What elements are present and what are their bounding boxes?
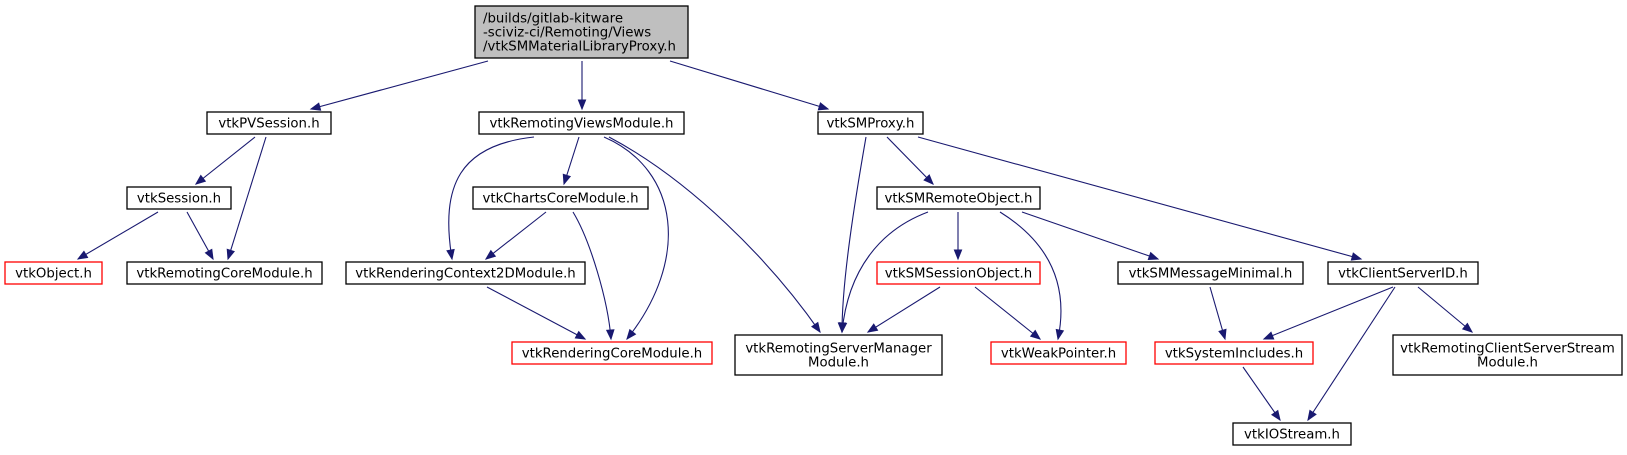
- node-box: [206, 111, 332, 135]
- edge-session-to-object: [76, 211, 159, 260]
- edge-chartscore-to-renderingcore: [572, 211, 615, 341]
- node-pvsession[interactable]: vtkPVSession.h: [206, 111, 332, 135]
- node-label: vtkSMProxy.h: [827, 117, 915, 132]
- node-label: -sciviz-ci/Remoting/Views: [483, 26, 651, 41]
- edges-layer: [76, 60, 1474, 422]
- node-label: vtkRenderingContext2DModule.h: [355, 267, 575, 282]
- node-label: vtkRemotingServerManager: [745, 342, 932, 357]
- edge-smremote-to-smsession: [953, 212, 963, 261]
- node-label: Module.h: [1477, 356, 1538, 371]
- node-box: [1392, 334, 1623, 376]
- node-label: vtkRemotingCoreModule.h: [136, 267, 312, 282]
- edge-clientserverid-to-clientserverstream: [1417, 286, 1474, 333]
- node-box: [734, 334, 943, 376]
- node-renderingcore[interactable]: vtkRenderingCoreModule.h: [511, 341, 713, 365]
- node-label: vtkClientServerID.h: [1338, 267, 1468, 282]
- edge-smproxy-to-clientserverid: [917, 136, 1363, 261]
- edge-pvsession-to-remotingcore: [226, 136, 267, 261]
- node-label: /builds/gitlab-kitware: [483, 12, 623, 27]
- node-label: vtkObject.h: [15, 267, 92, 282]
- node-smsession[interactable]: vtkSMSessionObject.h: [876, 261, 1041, 285]
- edge-remotingviews-to-renderingcore: [603, 136, 669, 341]
- node-label: Module.h: [808, 356, 869, 371]
- node-smremote[interactable]: vtkSMRemoteObject.h: [876, 186, 1041, 210]
- node-label: vtkRenderingCoreModule.h: [522, 347, 702, 362]
- edge-pvsession-to-session: [194, 136, 256, 185]
- edge-clientserverid-to-iostream: [1307, 286, 1396, 422]
- node-box: [474, 5, 689, 59]
- edge-clientserverid-to-systemincludes: [1262, 286, 1394, 340]
- node-box: [472, 186, 649, 210]
- edge-root-to-smproxy: [669, 60, 830, 111]
- edge-remotingviews-to-servermanager: [608, 136, 821, 334]
- node-box: [990, 341, 1127, 365]
- node-box: [817, 111, 924, 135]
- node-box: [876, 261, 1041, 285]
- edge-smremote-to-servermanager: [838, 211, 929, 334]
- node-box: [1327, 261, 1479, 285]
- edge-context2d-to-renderingcore: [486, 286, 587, 340]
- node-box: [126, 186, 232, 210]
- edge-smsession-to-servermanager: [866, 286, 941, 333]
- edge-smproxy-to-smremote: [886, 136, 934, 185]
- node-root[interactable]: /builds/gitlab-kitware-sciviz-ci/Remotin…: [474, 5, 689, 59]
- node-label: /vtkSMMaterialLibraryProxy.h: [483, 40, 676, 55]
- node-label: vtkPVSession.h: [218, 117, 319, 132]
- node-label: vtkSystemIncludes.h: [1165, 347, 1303, 362]
- node-label: vtkRemotingClientServerStream: [1400, 342, 1615, 357]
- edge-session-to-remotingcore: [186, 211, 214, 261]
- node-label: vtkSMRemoteObject.h: [885, 192, 1033, 207]
- node-context2d[interactable]: vtkRenderingContext2DModule.h: [345, 261, 586, 285]
- edge-chartscore-to-context2d: [484, 211, 547, 260]
- node-label: vtkIOStream.h: [1244, 428, 1340, 443]
- node-box: [876, 186, 1041, 210]
- edge-smsession-to-weakpointer: [974, 286, 1042, 340]
- edge-root-to-pvsession: [309, 60, 489, 111]
- node-box: [1117, 261, 1304, 285]
- node-box: [1154, 341, 1314, 365]
- node-box: [126, 261, 323, 285]
- node-session[interactable]: vtkSession.h: [126, 186, 232, 210]
- node-object[interactable]: vtkObject.h: [4, 261, 103, 285]
- node-systemincludes[interactable]: vtkSystemIncludes.h: [1154, 341, 1314, 365]
- edge-remotingviews-to-chartscore: [562, 136, 580, 186]
- node-label: vtkWeakPointer.h: [1001, 347, 1116, 362]
- node-box: [345, 261, 586, 285]
- node-clientserverid[interactable]: vtkClientServerID.h: [1327, 261, 1479, 285]
- node-label: vtkSMMessageMinimal.h: [1129, 267, 1293, 282]
- nodes-layer: /builds/gitlab-kitware-sciviz-ci/Remotin…: [4, 5, 1623, 446]
- node-iostream[interactable]: vtkIOStream.h: [1232, 422, 1352, 446]
- node-label: vtkSession.h: [137, 192, 221, 207]
- edge-smremote-to-smmessage: [1021, 211, 1160, 260]
- edge-remotingviews-to-context2d: [446, 136, 535, 261]
- node-smmessage[interactable]: vtkSMMessageMinimal.h: [1117, 261, 1304, 285]
- edge-smremote-to-weakpointer: [999, 211, 1065, 341]
- node-label: vtkRemotingViewsModule.h: [490, 117, 674, 132]
- node-remotingcore[interactable]: vtkRemotingCoreModule.h: [126, 261, 323, 285]
- node-box: [511, 341, 713, 365]
- edge-smproxy-to-servermanager: [837, 136, 867, 334]
- node-box: [478, 111, 685, 135]
- node-smproxy[interactable]: vtkSMProxy.h: [817, 111, 924, 135]
- node-label: vtkSMSessionObject.h: [885, 267, 1032, 282]
- edge-systemincludes-to-iostream: [1242, 366, 1281, 422]
- node-weakpointer[interactable]: vtkWeakPointer.h: [990, 341, 1127, 365]
- node-box: [1232, 422, 1352, 446]
- node-chartscore[interactable]: vtkChartsCoreModule.h: [472, 186, 649, 210]
- edge-root-to-remotingviews: [577, 61, 587, 111]
- node-box: [4, 261, 103, 285]
- edge-smmessage-to-systemincludes: [1209, 286, 1227, 341]
- node-label: vtkChartsCoreModule.h: [482, 192, 638, 207]
- node-remotingviews[interactable]: vtkRemotingViewsModule.h: [478, 111, 685, 135]
